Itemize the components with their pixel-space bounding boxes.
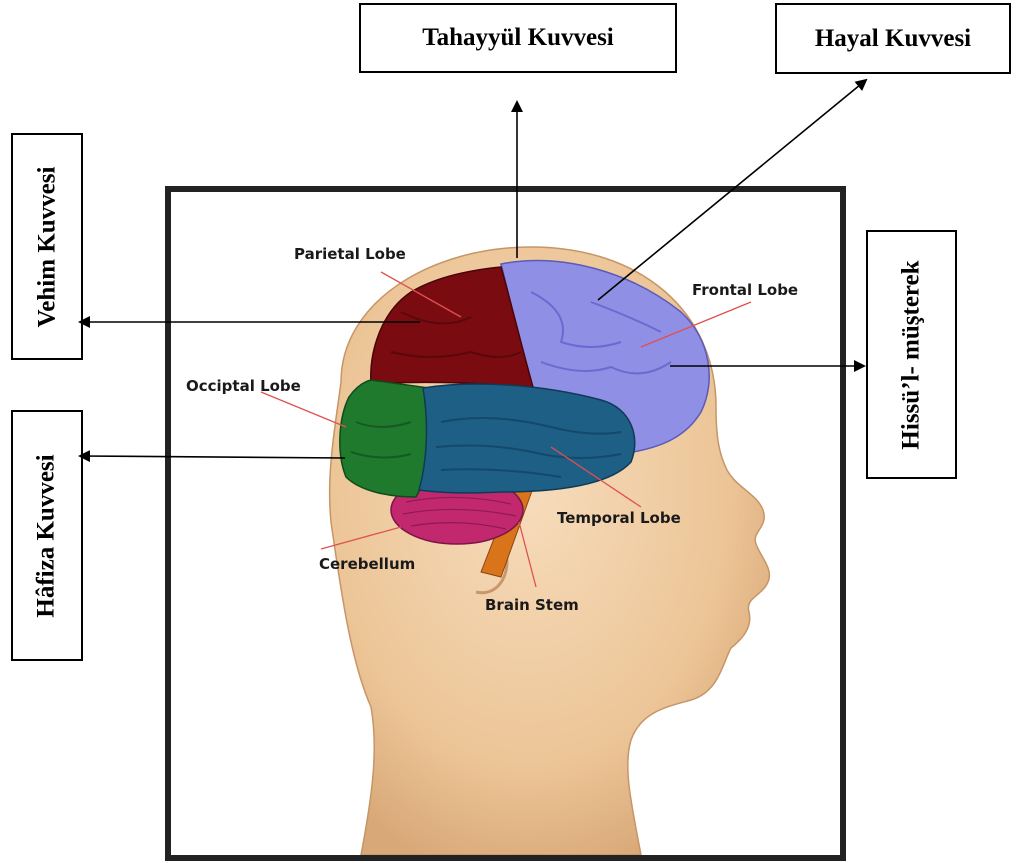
temporal-lobe-shape <box>419 384 635 493</box>
hafiza-kuvvesi-label: Hâfiza Kuvvesi <box>33 454 61 617</box>
brain-stem-label: Brain Stem <box>485 596 579 614</box>
occipital-pointer <box>261 392 346 427</box>
hayal-kuvvesi-box: Hayal Kuvvesi <box>775 3 1011 74</box>
cerebellum-label: Cerebellum <box>319 555 415 573</box>
tahayyul-kuvvesi-label: Tahayyül Kuvvesi <box>422 24 614 52</box>
hafiza-kuvvesi-box: Hâfiza Kuvvesi <box>11 410 83 661</box>
frontal-lobe-label: Frontal Lobe <box>692 281 798 299</box>
brain-illustration-frame: Parietal Lobe Frontal Lobe Occiptal Lobe… <box>165 186 846 861</box>
head-brain-illustration: Parietal Lobe Frontal Lobe Occiptal Lobe… <box>171 192 840 855</box>
hayal-kuvvesi-label: Hayal Kuvvesi <box>815 25 971 53</box>
parietal-lobe-label: Parietal Lobe <box>294 245 406 263</box>
occipital-lobe-label: Occiptal Lobe <box>186 377 301 395</box>
occipital-lobe-shape <box>340 380 431 497</box>
hissul-musterek-box: Hissü’l- müşterek <box>866 230 957 479</box>
vehim-kuvvesi-box: Vehim Kuvvesi <box>11 133 83 360</box>
temporal-lobe-label: Temporal Lobe <box>557 509 681 527</box>
vehim-kuvvesi-label: Vehim Kuvvesi <box>33 166 61 327</box>
tahayyul-kuvvesi-box: Tahayyül Kuvvesi <box>359 3 677 73</box>
hissul-musterek-label: Hissü’l- müşterek <box>898 260 926 449</box>
